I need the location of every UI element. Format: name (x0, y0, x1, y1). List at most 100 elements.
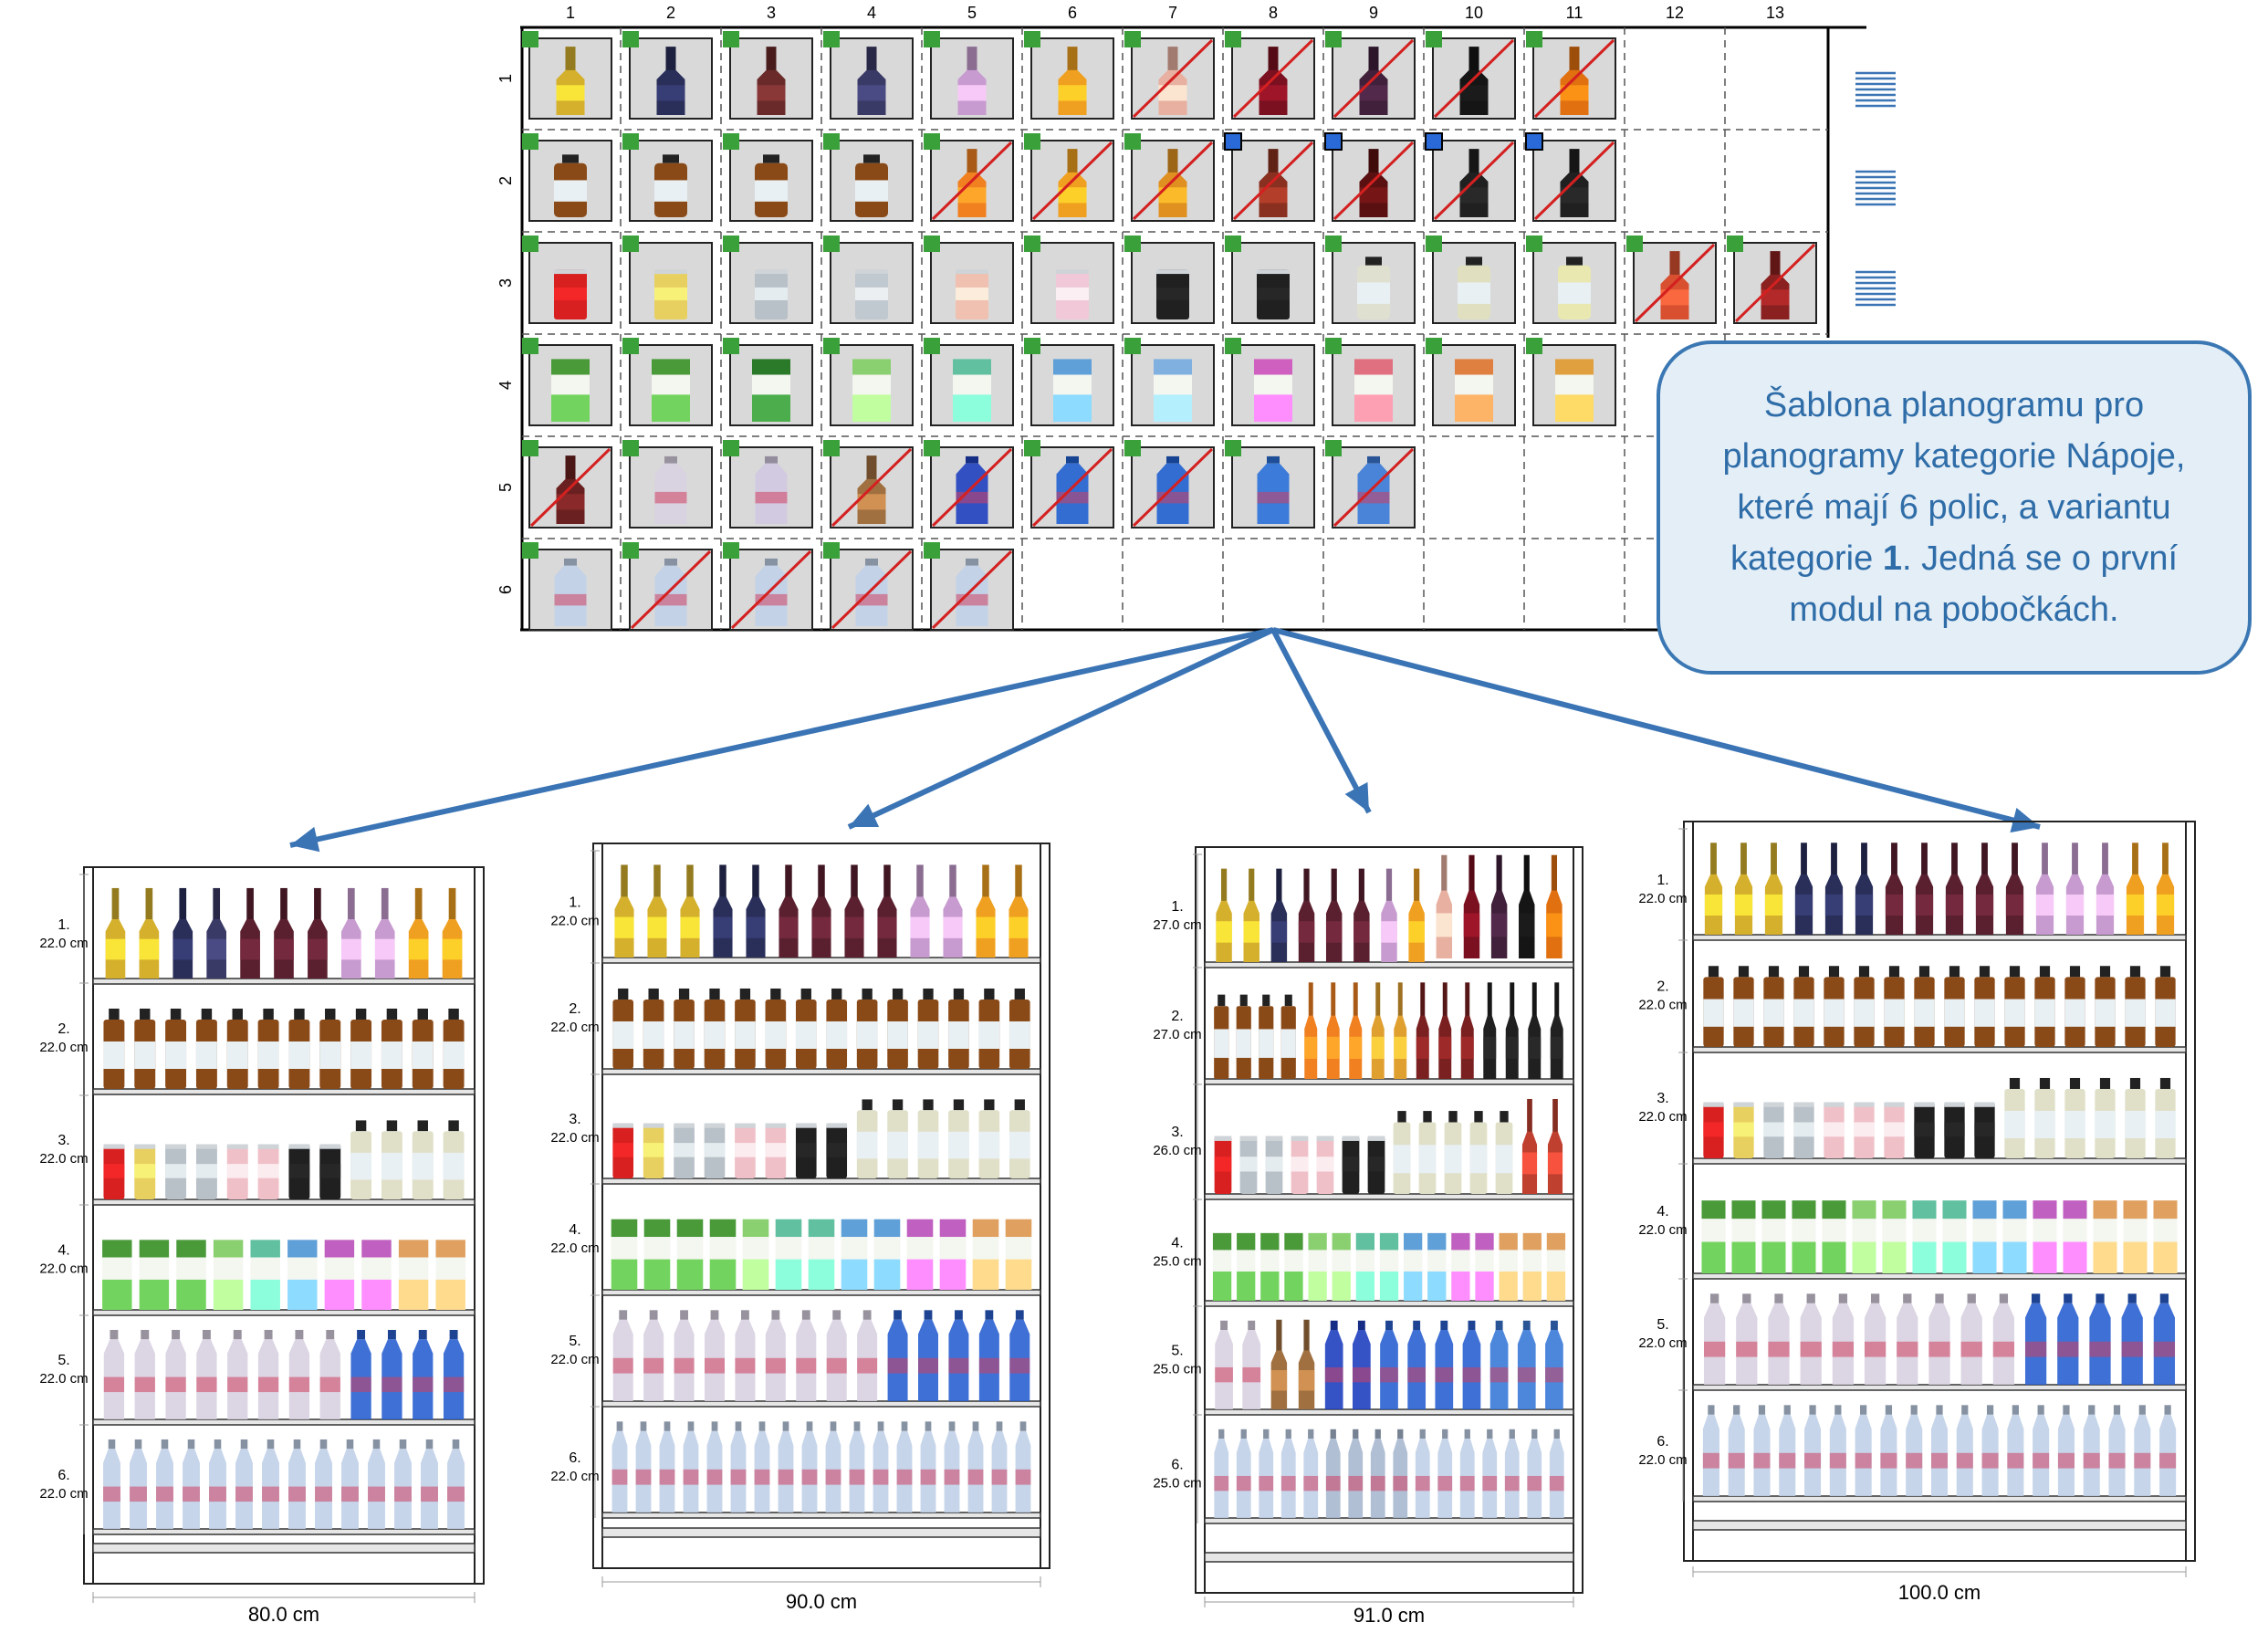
product-facing (2057, 1405, 2075, 1496)
placement-marker (723, 236, 739, 252)
product-facing (156, 1439, 173, 1529)
placement-marker (1124, 31, 1141, 47)
template-cell (1325, 236, 1416, 324)
product-facing (735, 1123, 756, 1178)
shelf: 1.27.0 cm (1153, 853, 1574, 968)
product-facing (319, 1008, 341, 1089)
product-facing (676, 1219, 704, 1290)
product-facing (1822, 1200, 1846, 1273)
shelf-height: 25.0 cm (1153, 1254, 1201, 1270)
shelf: 5.22.0 cm (550, 1294, 1041, 1408)
product-facing (1298, 1319, 1315, 1409)
placement-marker (622, 542, 639, 559)
product-facing (1832, 1293, 1855, 1385)
product-facing (257, 1008, 279, 1089)
shelf-height: 26.0 cm (1153, 1143, 1201, 1158)
placement-marker (522, 31, 538, 47)
product-facing (849, 1421, 865, 1513)
list-lines-icon (1855, 270, 1896, 307)
product-facing (2108, 1405, 2126, 1496)
callout-line-4c: . Jedná se o první (1901, 539, 2179, 578)
product-facing (706, 1421, 723, 1513)
product-facing (1885, 843, 1904, 935)
shelf-height: 22.0 cm (39, 1371, 88, 1387)
placement-marker (924, 236, 940, 252)
placement-marker-blue (1324, 132, 1343, 151)
product-facing (1495, 1111, 1513, 1194)
product-facing (906, 1219, 934, 1290)
template-cell (1526, 31, 1616, 120)
placement-marker (1124, 236, 1141, 252)
product-facing (1009, 1099, 1030, 1178)
unit-width-label: 80.0 cm (248, 1603, 319, 1626)
product-facing (1459, 1429, 1475, 1518)
product-facing (196, 1329, 217, 1419)
product-facing (350, 1329, 371, 1419)
product-facing (105, 887, 126, 979)
template-cell (723, 31, 813, 120)
callout-line-2: planogramy kategorie Nápoje, (1722, 437, 2186, 476)
product-facing (887, 1310, 908, 1401)
shelf: 1.22.0 cm (39, 874, 476, 985)
product-facing (808, 1219, 835, 1290)
product-facing (2035, 843, 2054, 935)
template-cell (823, 440, 914, 529)
shelf-height: 22.0 cm (550, 1352, 599, 1367)
product-facing (1444, 1111, 1462, 1194)
product-facing (361, 1240, 392, 1310)
product-facing (1005, 1219, 1032, 1290)
template-cell (622, 440, 713, 529)
shelf-height: 22.0 cm (550, 1469, 599, 1484)
product-facing (742, 1219, 769, 1290)
product-facing (324, 1240, 355, 1310)
shelf-number: 3. (569, 1112, 580, 1127)
product-facing (796, 1310, 817, 1401)
shelf-board (601, 1178, 1041, 1185)
placement-marker (1225, 338, 1241, 354)
product-facing (917, 988, 939, 1069)
shelf-board (92, 1528, 476, 1535)
product-facing (877, 864, 897, 958)
placement-marker (622, 236, 639, 252)
product-facing (262, 1439, 279, 1529)
product-facing (2057, 1293, 2079, 1385)
product-facing (2004, 966, 2025, 1047)
product-facing (2024, 1293, 2047, 1385)
product-facing (1435, 1320, 1454, 1409)
row-number: 5 (496, 483, 515, 492)
product-facing (2155, 1077, 2176, 1158)
product-facing (779, 864, 799, 958)
shelf: 1.22.0 cm (1638, 828, 2187, 941)
column-number: 5 (967, 4, 977, 22)
shelf-number: 2. (57, 1021, 69, 1037)
product-facing (139, 887, 160, 979)
placement-marker (1225, 440, 1241, 456)
product-facing (2153, 1200, 2178, 1273)
shelf-base (92, 1543, 476, 1554)
product-facing (2034, 966, 2055, 1047)
placement-marker (1225, 236, 1241, 252)
shelf-height: 27.0 cm (1153, 1027, 1201, 1042)
product-facing (257, 1144, 279, 1199)
template-cell (622, 133, 713, 222)
shelf: 2.22.0 cm (39, 982, 476, 1095)
product-facing (176, 1240, 206, 1310)
product-facing (1370, 1429, 1385, 1518)
product-facing (1483, 982, 1497, 1079)
placement-marker (522, 440, 538, 456)
product-facing (1736, 1293, 1758, 1385)
product-facing (381, 1008, 402, 1089)
shelf-board (1204, 1300, 1574, 1307)
product-facing (1779, 1405, 1796, 1496)
shelf-board (1692, 1046, 2187, 1053)
product-facing (939, 1219, 967, 1290)
placement-marker (1426, 338, 1442, 354)
template-cell (1626, 236, 1717, 324)
product-facing (1463, 854, 1480, 958)
product-facing (825, 1421, 841, 1513)
product-facing (765, 988, 787, 1069)
placement-marker (1526, 236, 1542, 252)
product-facing (1308, 1232, 1327, 1301)
product-facing (1237, 1232, 1256, 1301)
product-facing (1972, 1200, 1997, 1273)
